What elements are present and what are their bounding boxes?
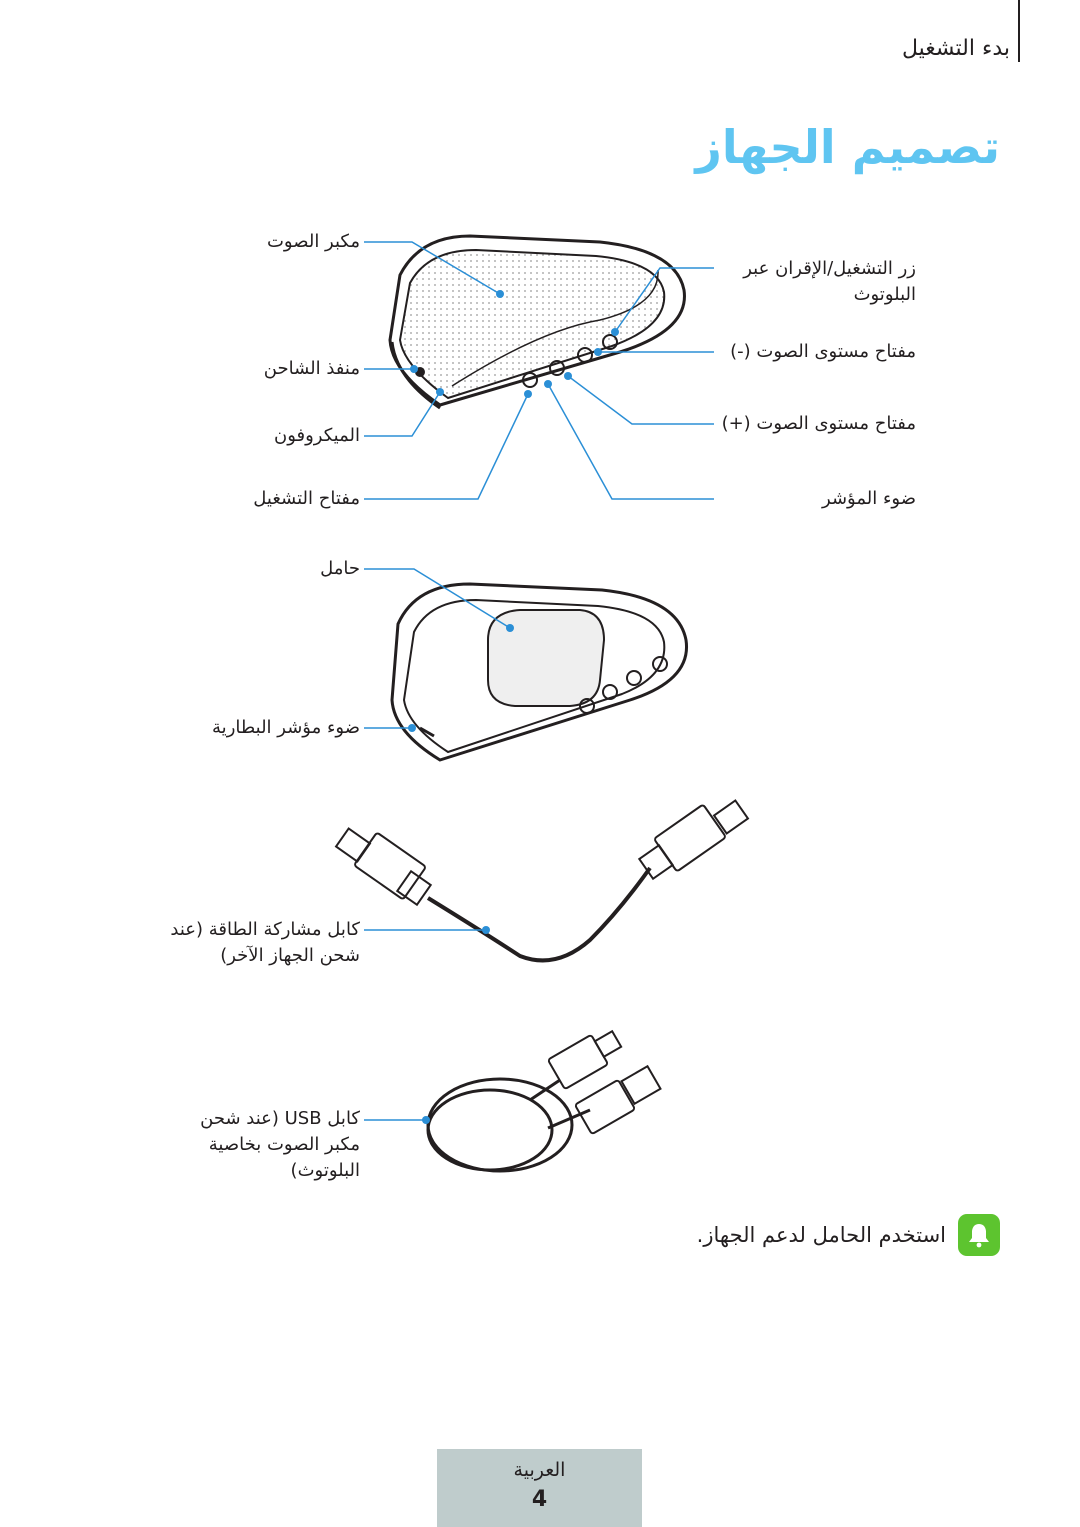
label-volume-down: مفتاح مستوى الصوت (-) — [730, 341, 916, 362]
label-usb-cable-line2: مكبر الصوت بخاصية — [208, 1134, 360, 1155]
label-volume-up: مفتاح مستوى الصوت (+) — [721, 413, 916, 434]
header-divider — [1018, 0, 1020, 62]
note: استخدم الحامل لدعم الجهاز. — [697, 1212, 1000, 1258]
sharing-cable-illustration — [334, 799, 750, 963]
page-number: 4 — [531, 1487, 548, 1512]
label-bluetooth-button-line2: البلوتوث — [853, 284, 916, 305]
label-charger-port: منفذ الشاحن — [263, 358, 360, 379]
callout-dots — [408, 290, 619, 1124]
label-sharing-cable-line1: كابل مشاركة الطاقة (عند — [170, 919, 360, 940]
label-indicator: ضوء المؤشر — [822, 488, 916, 509]
label-sharing-cable: كابل مشاركة الطاقة (عند شحن الجهاز الآخر… — [170, 917, 360, 969]
label-usb-cable-line1: كابل USB (عند شحن — [200, 1108, 360, 1129]
bell-icon — [958, 1214, 1000, 1256]
label-stand: حامل — [320, 558, 360, 579]
speaker-front-illustration — [388, 234, 686, 410]
label-usb-cable-line3: البلوتوث) — [290, 1160, 360, 1181]
note-text: استخدم الحامل لدعم الجهاز. — [696, 1223, 946, 1247]
footer-language: العربية — [513, 1459, 566, 1481]
label-bluetooth-button: زر التشغيل/الإقران عبر البلوتوث — [716, 256, 916, 308]
label-sharing-cable-line2: شحن الجهاز الآخر) — [220, 945, 360, 966]
label-battery-indicator: ضوء مؤشر البطارية — [212, 717, 360, 738]
section-label: بدء التشغيل — [901, 36, 1010, 61]
label-usb-cable: كابل USB (عند شحن مكبر الصوت بخاصية البل… — [200, 1106, 360, 1184]
page-title: تصميم الجهاز — [695, 120, 1000, 174]
label-speaker: مكبر الصوت — [266, 231, 360, 252]
label-power-button: مفتاح التشغيل — [253, 488, 360, 509]
callout-lines — [364, 241, 714, 1121]
usb-cable-illustration — [426, 1029, 662, 1173]
label-bluetooth-button-line1: زر التشغيل/الإقران عبر — [743, 258, 916, 279]
speaker-back-illustration — [390, 582, 689, 762]
footer-tab: العربية 4 — [437, 1449, 642, 1527]
label-microphone: الميكروفون — [273, 425, 360, 446]
